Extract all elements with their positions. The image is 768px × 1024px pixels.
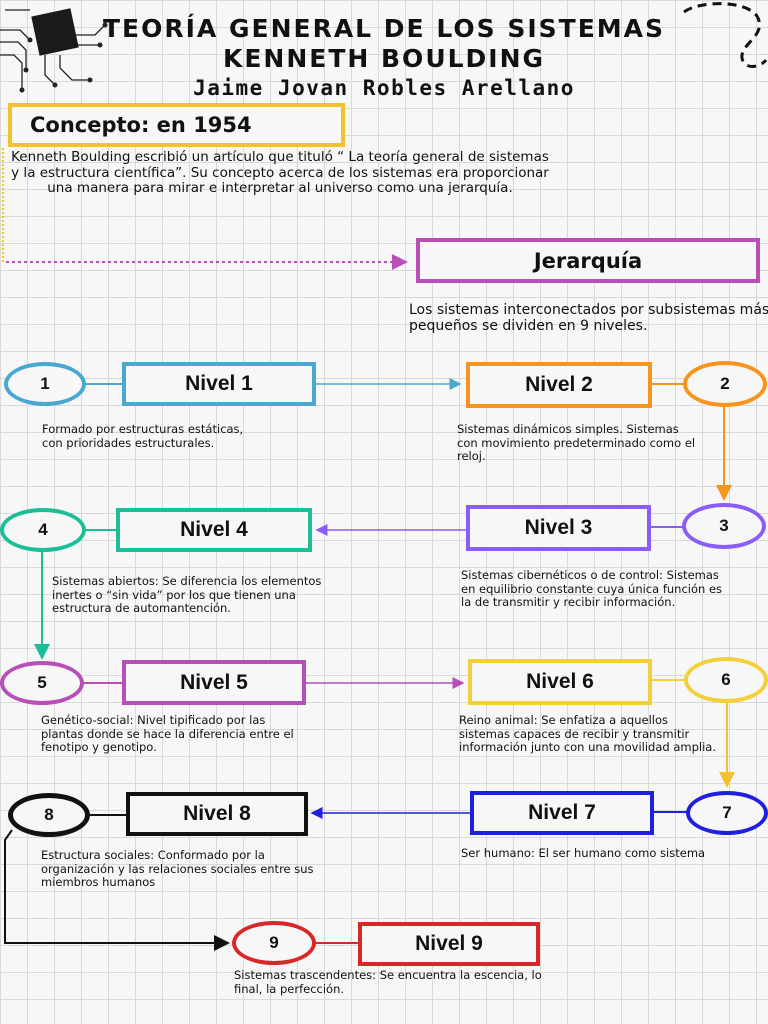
level-6-description: Reino animal: Se enfatiza a aquellos sis… xyxy=(459,713,716,754)
level-8-circle: 8 xyxy=(8,793,90,837)
level-7-label: Nivel 7 xyxy=(528,801,596,824)
level-1-description: Formado por estructuras estáticas, con p… xyxy=(42,422,244,450)
level-4-label: Nivel 4 xyxy=(180,518,248,541)
level-3-label: Nivel 3 xyxy=(524,516,593,539)
concept-text: Kenneth Boulding escribió un artículo qu… xyxy=(11,149,549,196)
level-7-box: Nivel 7 xyxy=(470,791,654,835)
level-7-circle: 7 xyxy=(686,791,768,835)
level-2-description: Sistemas dinámicos simples. Sistemas con… xyxy=(457,422,696,463)
author-name: Jaime Jovan Robles Arellano xyxy=(193,76,575,100)
level-5-box: Nivel 5 xyxy=(122,660,306,705)
level-3-circle: 3 xyxy=(682,503,766,549)
level-2-box: Nivel 2 xyxy=(466,362,652,408)
level-8-box: Nivel 8 xyxy=(126,792,308,836)
level-1-box: Nivel 1 xyxy=(122,362,316,406)
level-4-circle: 4 xyxy=(0,508,86,552)
circuit-chip-icon xyxy=(0,8,108,93)
hierarchy-label: Jerarquía xyxy=(533,248,643,273)
level-8-description: Estructura sociales: Conformado por la o… xyxy=(41,848,314,889)
arrow-8-to-9 xyxy=(4,829,230,951)
level-3-description: Sistemas cibernéticos o de control: Sist… xyxy=(461,568,723,609)
level-5-description: Genético-social: Nivel tipificado por la… xyxy=(41,713,294,754)
title-line-2: KENNETH BOULDING xyxy=(222,44,546,73)
hierarchy-text: Los sistemas interconectados por subsist… xyxy=(409,302,768,334)
hierarchy-box: Jerarquía xyxy=(416,238,760,283)
level-8-label: Nivel 8 xyxy=(183,802,251,825)
level-7-description: Ser humano: El ser humano como sistema xyxy=(461,846,706,860)
level-4-box: Nivel 4 xyxy=(116,508,312,552)
level-1-circle: 1 xyxy=(4,362,86,406)
level-6-circle: 6 xyxy=(684,657,768,703)
level-9-box: Nivel 9 xyxy=(358,922,540,966)
level-9-description: Sistemas trascendentes: Se encuentra la … xyxy=(234,968,542,996)
level-9-label: Nivel 9 xyxy=(415,932,483,955)
level-6-label: Nivel 6 xyxy=(526,670,594,693)
level-2-label: Nivel 2 xyxy=(525,373,593,396)
concept-label: Concepto: en 1954 xyxy=(30,113,252,137)
level-2-circle: 2 xyxy=(683,361,767,407)
level-9-circle: 9 xyxy=(232,921,316,965)
level-6-box: Nivel 6 xyxy=(468,659,652,705)
level-5-label: Nivel 5 xyxy=(180,670,248,694)
title-line-1: TEORÍA GENERAL DE LOS SISTEMAS xyxy=(102,14,666,43)
dashed-loop-decoration xyxy=(683,2,768,68)
level-1-label: Nivel 1 xyxy=(185,372,253,395)
level-4-description: Sistemas abiertos: Se diferencia los ele… xyxy=(52,574,322,615)
level-5-circle: 5 xyxy=(0,661,84,705)
concept-box: Concepto: en 1954 xyxy=(8,103,345,147)
level-3-box: Nivel 3 xyxy=(466,505,651,551)
